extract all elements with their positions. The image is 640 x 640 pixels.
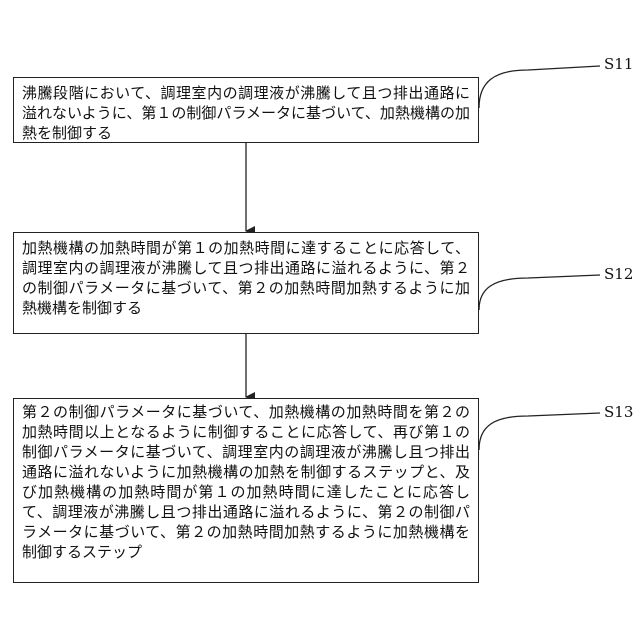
step-box-s11: 沸騰段階において、調理室内の調理液が沸騰して且つ排出通路に溢れないように、第１の… [13, 77, 479, 143]
leader-line-s13 [479, 413, 600, 450]
step-text-s12: 加熱機構の加熱時間が第１の加熱時間に達することに応答して、調理室内の調理液が沸騰… [22, 238, 470, 318]
step-box-s13: 第２の制御パラメータに基づいて、加熱機構の加熱時間を第２の加熱時間以上となるよう… [13, 398, 479, 583]
step-label-s12: S12 [604, 265, 633, 283]
step-label-s11: S11 [604, 55, 633, 73]
step-text-s11: 沸騰段階において、調理室内の調理液が沸騰して且つ排出通路に溢れないように、第１の… [22, 83, 470, 143]
step-text-s13: 第２の制御パラメータに基づいて、加熱機構の加熱時間を第２の加熱時間以上となるよう… [22, 402, 470, 562]
leader-line-s12 [479, 275, 600, 310]
step-box-s12: 加熱機構の加熱時間が第１の加熱時間に達することに応答して、調理室内の調理液が沸騰… [13, 232, 479, 334]
step-label-s13: S13 [604, 403, 633, 421]
leader-line-s11 [479, 66, 600, 108]
